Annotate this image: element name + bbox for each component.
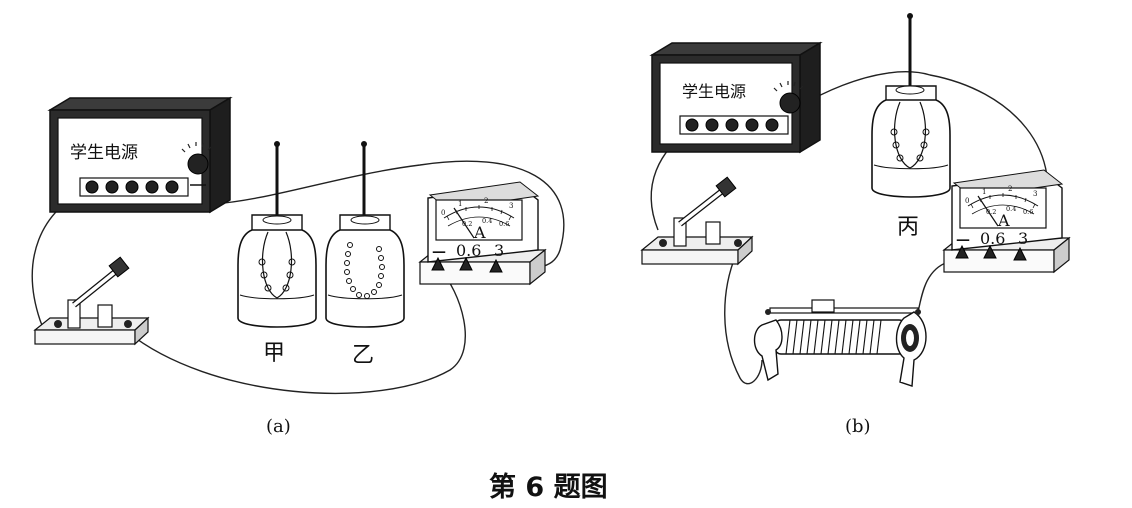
panel-a-label: (a) [266,416,291,437]
ammeter-a-terminal-3: 3 [494,241,504,260]
knob-icon [779,92,801,114]
ammeter-a-unit: A [473,223,486,242]
ammeter-a-scale-bottom-2: 0.6 [499,220,509,228]
ammeter-b-scale-top-2: 2 [1008,185,1012,193]
ammeter-a-scale-top-2: 2 [484,197,488,205]
ammeter-b-unit: A [997,211,1010,230]
ammeter-b-scale-bottom-2: 0.6 [1023,208,1033,216]
panel-a: 学生电源 [31,96,565,437]
ammeter-a-scale-bottom-1: 0.4 [482,217,492,225]
ammeter-b-terminal-neg: — [956,232,970,248]
panel-b: 学生电源 [640,13,1071,437]
jar-jia-label: 甲 [263,341,285,366]
rheostat-b [753,299,927,387]
ammeter-a-terminal-06: 0.6 [456,241,481,260]
knife-switch-a [33,256,150,346]
ammeter-b-scale-top-3: 3 [1033,190,1037,198]
ammeter-a: 0 1 2 3 0.2 0.4 0.6 A — 0.6 3 [418,181,547,286]
ammeter-a-scale-top-3: 3 [509,202,513,210]
ammeter-a-scale-bottom-0: 0.2 [462,220,472,228]
ammeter-a-needle [453,207,475,239]
power-supply-a: 学生电源 [47,96,233,214]
jar-bing-label: 丙 [897,215,919,240]
terminal-row-b [685,118,779,132]
power-supply-b-label: 学生电源 [682,82,746,101]
ammeter-a-scale-top-0: 0 [441,209,445,217]
power-supply-a-label: 学生电源 [70,143,138,163]
jar-yi: 乙 [325,141,405,368]
jar-yi-label: 乙 [352,343,374,368]
jar-jia: 甲 [237,141,317,366]
ammeter-a-terminal-neg: — [432,244,446,260]
panel-b-label: (b) [845,416,871,437]
ammeter-b-scale-bottom-0: 0.2 [986,208,996,216]
ammeter-b-scale-top-0: 0 [965,197,969,205]
jar-bing: 丙 [871,13,951,240]
ammeter-a-scale-top-1: 1 [458,200,462,208]
power-supply-b: 学生电源 [649,41,823,154]
ammeter-b-terminal-3: 3 [1018,229,1028,248]
ammeter-b-scale-bottom-1: 0.4 [1006,205,1016,213]
knife-switch-b [640,176,754,266]
knob-icon [187,153,209,175]
terminal-row-a [85,180,179,194]
ammeter-b-terminal-06: 0.6 [980,229,1005,248]
ammeter-b-scale-top-1: 1 [982,188,986,196]
ammeter-b: 0 1 2 3 0.2 0.4 0.6 A — 0.6 3 [942,169,1071,274]
ammeter-b-needle [977,195,999,227]
figure-caption: 第 6 题图 [489,471,608,503]
